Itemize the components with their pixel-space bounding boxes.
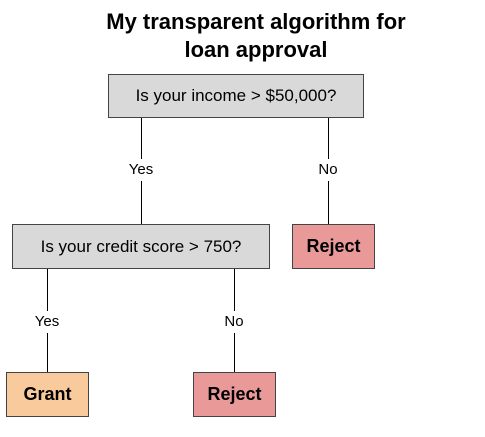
- edge-label-income-no: No: [315, 159, 341, 181]
- edge-label-income-yes: Yes: [125, 159, 157, 181]
- title-line-2: loan approval: [184, 37, 328, 62]
- grant-node: Grant: [6, 372, 89, 417]
- edge-label-credit-no: No: [221, 311, 247, 333]
- income-question-node: Is your income > $50,000?: [108, 74, 364, 118]
- edge-label-credit-yes: Yes: [31, 311, 63, 333]
- credit-question-node: Is your credit score > 750?: [12, 224, 270, 269]
- reject-node-credit: Reject: [193, 372, 276, 417]
- title-line-1: My transparent algorithm for: [106, 9, 406, 34]
- reject-node-income: Reject: [292, 224, 375, 269]
- diagram-title: My transparent algorithm for loan approv…: [0, 8, 485, 64]
